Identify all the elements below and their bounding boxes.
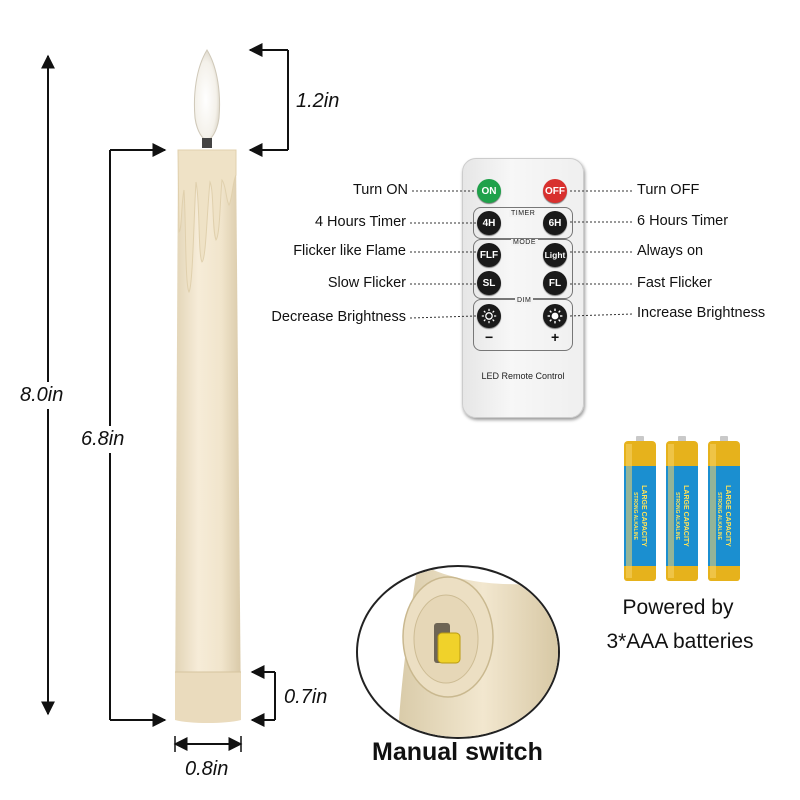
dim-down-button[interactable] xyxy=(477,304,501,328)
dim-width-label: 0.8in xyxy=(185,758,229,780)
candle-body xyxy=(175,150,241,720)
label-4h-timer: 4 Hours Timer xyxy=(314,214,406,230)
battery-group: LARGE CAPACITY STRONG ALKALINE LARGE CAP… xyxy=(622,436,752,584)
sun-filled-icon xyxy=(547,308,563,324)
label-turn-on: Turn ON xyxy=(352,182,408,198)
battery-print-2b: STRONG ALKALINE xyxy=(674,492,680,541)
label-always-on: Always on xyxy=(637,243,704,259)
fast-flicker-button[interactable]: FL xyxy=(543,271,567,295)
timer-group xyxy=(473,207,573,239)
label-fast-flicker: Fast Flicker xyxy=(637,275,712,291)
dim-base-label: 0.7in xyxy=(284,686,328,708)
minus-sign: − xyxy=(485,329,494,345)
dim-total-label: 8.0in xyxy=(20,382,64,409)
label-flicker-flame: Flicker like Flame xyxy=(293,243,406,259)
dim-flame-label: 1.2in xyxy=(296,90,340,112)
yellow-switch-knob xyxy=(437,632,461,664)
manual-switch-caption: Manual switch xyxy=(372,738,543,766)
battery-print-2a: LARGE CAPACITY xyxy=(682,485,689,547)
battery-caption-line2: 3*AAA batteries xyxy=(606,630,754,653)
switch-closeup-circle xyxy=(356,565,560,739)
light-button[interactable]: Light xyxy=(543,243,567,267)
on-button[interactable]: ON xyxy=(477,179,501,203)
label-increase-brightness: Increase Brightness xyxy=(637,305,766,321)
battery-print-1b: STRONG ALKALINE xyxy=(632,492,638,541)
plus-sign: + xyxy=(551,329,560,345)
timer-6h-button[interactable]: 6H xyxy=(543,211,567,235)
dim-section-label: DIM xyxy=(515,297,534,304)
off-button[interactable]: OFF xyxy=(543,179,567,203)
battery-print-1a: LARGE CAPACITY xyxy=(640,485,647,547)
aaa-battery-1: LARGE CAPACITY STRONG ALKALINE xyxy=(622,436,658,587)
battery-caption-line1: Powered by xyxy=(622,596,734,619)
wax-drips xyxy=(177,149,237,294)
aaa-battery-3: LARGE CAPACITY STRONG ALKALINE xyxy=(706,436,742,587)
dim-up-button[interactable] xyxy=(543,304,567,328)
label-turn-off: Turn OFF xyxy=(637,182,700,198)
battery-print-3a: LARGE CAPACITY xyxy=(724,485,731,547)
label-decrease-brightness: Decrease Brightness xyxy=(271,309,406,325)
timer-section-label: TIMER xyxy=(509,210,538,217)
switch-closeup-illustration xyxy=(398,567,558,737)
wick xyxy=(202,138,212,148)
sun-outline-icon xyxy=(481,308,497,324)
battery-print-3b: STRONG ALKALINE xyxy=(716,492,722,541)
mode-section-label: MODE xyxy=(511,239,538,246)
candle-base xyxy=(175,672,241,723)
label-6h-timer: 6 Hours Timer xyxy=(637,213,729,229)
remote-title: LED Remote Control xyxy=(481,371,565,381)
dim-body-label: 6.8in xyxy=(81,426,125,453)
label-slow-flicker: Slow Flicker xyxy=(327,275,406,291)
timer-4h-button[interactable]: 4H xyxy=(477,211,501,235)
aaa-battery-2: LARGE CAPACITY STRONG ALKALINE xyxy=(664,436,700,587)
flf-button[interactable]: FLF xyxy=(477,243,501,267)
remote-control: TIMER MODE DIM ON OFF 4H 6H FLF Light SL… xyxy=(462,158,584,418)
slow-flicker-button[interactable]: SL xyxy=(477,271,501,295)
